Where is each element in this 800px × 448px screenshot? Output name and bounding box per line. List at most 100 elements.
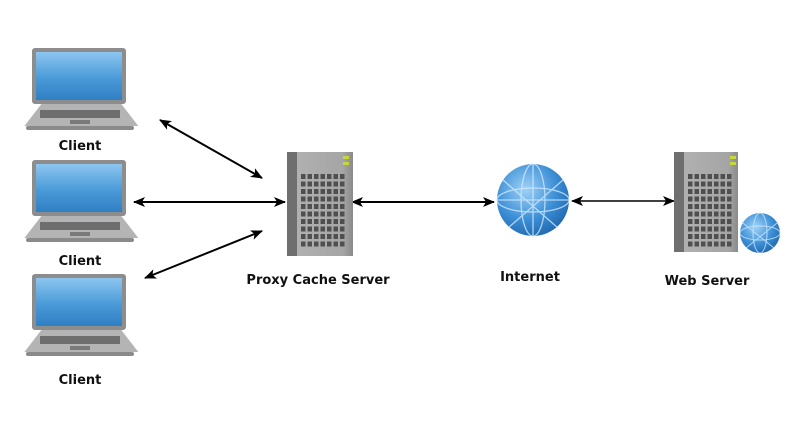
server-window [307, 181, 312, 187]
server-window [714, 219, 719, 224]
server-window [307, 174, 312, 179]
server-window [707, 189, 712, 194]
laptop-icon [24, 274, 139, 356]
server-window [301, 189, 306, 194]
server-window [701, 234, 706, 239]
server-window [340, 219, 345, 224]
server-window [340, 211, 345, 217]
server-window [340, 174, 345, 179]
server-window [688, 196, 693, 202]
server-window [333, 181, 338, 187]
server-window [727, 196, 732, 202]
server-window [688, 204, 693, 209]
server-window [340, 196, 345, 202]
client-3-label: Client [58, 373, 102, 388]
server-window [320, 241, 325, 247]
server-window [727, 189, 732, 194]
server-window [707, 204, 712, 209]
server-window [314, 234, 319, 239]
server-window [307, 226, 312, 232]
server-window [333, 226, 338, 232]
server-window [314, 241, 319, 247]
server-window [320, 226, 325, 232]
server-window [727, 181, 732, 187]
server-window [314, 189, 319, 194]
server-window [694, 189, 699, 194]
server-window [307, 219, 312, 224]
server-window [333, 174, 338, 179]
server-window [707, 234, 712, 239]
server-window [307, 196, 312, 202]
server-window [327, 204, 332, 209]
server-window [301, 196, 306, 202]
server-window [694, 211, 699, 217]
server-window [707, 226, 712, 232]
server-window [720, 204, 725, 209]
server-window [714, 196, 719, 202]
server-window [301, 204, 306, 209]
server-window [714, 189, 719, 194]
server-window [307, 211, 312, 217]
server-window [301, 174, 306, 179]
server-window [314, 181, 319, 187]
server-window [701, 211, 706, 217]
server-window [707, 241, 712, 247]
server-window [727, 204, 732, 209]
client-1-label: Client [58, 139, 102, 154]
server-window [301, 226, 306, 232]
server-window [307, 189, 312, 194]
server-window [327, 226, 332, 232]
server-window [327, 196, 332, 202]
server-window [701, 204, 706, 209]
server-window [320, 211, 325, 217]
server-window [333, 241, 338, 247]
server-window [688, 211, 693, 217]
server-window [320, 204, 325, 209]
server-window [327, 234, 332, 239]
server-window [301, 234, 306, 239]
server-window [720, 181, 725, 187]
server-window [720, 174, 725, 179]
server-window [688, 174, 693, 179]
server-window [340, 189, 345, 194]
proxy-label: Proxy Cache Server [246, 273, 390, 288]
server-window [688, 189, 693, 194]
server-window [694, 219, 699, 224]
server-window [307, 241, 312, 247]
server-window [701, 226, 706, 232]
server-window [301, 181, 306, 187]
server-window [327, 219, 332, 224]
laptop-icon [24, 160, 139, 242]
server-window [694, 204, 699, 209]
server-window [714, 181, 719, 187]
server-window [720, 196, 725, 202]
server-window [340, 204, 345, 209]
server-window [333, 219, 338, 224]
server-window [714, 174, 719, 179]
arrow-client3-proxy [144, 230, 263, 279]
server-window [701, 219, 706, 224]
server-window [707, 211, 712, 217]
server-window [301, 241, 306, 247]
server-window [720, 211, 725, 217]
server-window [701, 196, 706, 202]
server-window [694, 174, 699, 179]
web-server-icon [674, 152, 738, 252]
server-window [301, 211, 306, 217]
server-window [707, 196, 712, 202]
server-window [307, 204, 312, 209]
server-window [320, 181, 325, 187]
server-window [327, 181, 332, 187]
server-window [688, 181, 693, 187]
server-window [314, 211, 319, 217]
server-window [707, 174, 712, 179]
internet-label: Internet [500, 270, 560, 285]
server-window [314, 204, 319, 209]
server-window [720, 219, 725, 224]
server-window [340, 234, 345, 239]
internet-globe-icon [496, 163, 570, 237]
server-window [701, 189, 706, 194]
server-window [333, 234, 338, 239]
server-window [714, 211, 719, 217]
server-window [727, 219, 732, 224]
